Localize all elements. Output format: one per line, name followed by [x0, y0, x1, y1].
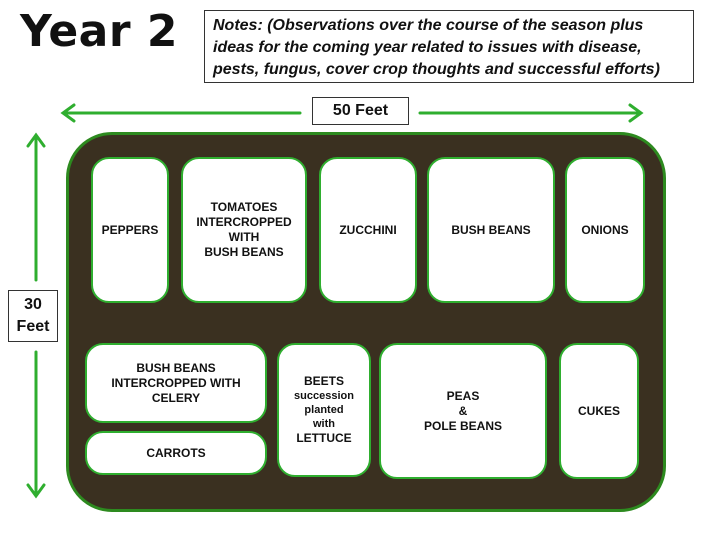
- height-arrowhead-bottom: [26, 483, 46, 499]
- page-title: Year 2: [20, 6, 178, 57]
- height-label: 30 Feet: [8, 290, 58, 342]
- width-arrowhead-right: [628, 103, 644, 123]
- bed-label: PEPPERS: [101, 222, 159, 237]
- bed-bush-beans-celery: BUSH BEANS INTERCROPPED WITH CELERY: [85, 343, 267, 423]
- notes-text: Notes: (Observations over the course of …: [213, 17, 660, 78]
- bed-bush-beans: BUSH BEANS: [427, 157, 555, 303]
- bed-label: BUSH BEANS: [451, 222, 531, 237]
- bed-label: CUKES: [577, 403, 620, 418]
- garden-plot: PEPPERS TOMATOES INTERCROPPED WITH BUSH …: [66, 132, 666, 512]
- height-label-text: 30 Feet: [16, 296, 50, 335]
- bed-onions: ONIONS: [565, 157, 645, 303]
- bed-label: ONIONS: [581, 222, 629, 237]
- bed-label-lettuce: LETTUCE: [296, 431, 352, 445]
- height-arrowhead-top: [26, 132, 46, 148]
- bed-beets: BEETS succession planted with LETTUCE: [277, 343, 371, 477]
- bed-label: TOMATOES INTERCROPPED WITH BUSH BEANS: [196, 200, 292, 259]
- bed-label: PEAS & POLE BEANS: [423, 388, 502, 433]
- bed-label-beets: BEETS: [303, 374, 344, 388]
- bed-label: BUSH BEANS INTERCROPPED WITH CELERY: [111, 360, 241, 405]
- bed-label-beets-sub: succession planted with: [294, 390, 354, 430]
- bed-peppers: PEPPERS: [91, 157, 169, 303]
- notes-box: Notes: (Observations over the course of …: [204, 10, 694, 83]
- bed-zucchini: ZUCCHINI: [319, 157, 417, 303]
- bed-peas-pole-beans: PEAS & POLE BEANS: [379, 343, 547, 479]
- bed-label: ZUCCHINI: [339, 222, 397, 237]
- bed-carrots: CARROTS: [85, 431, 267, 475]
- width-label: 50 Feet: [312, 97, 409, 125]
- width-arrowhead-left: [60, 103, 76, 123]
- bed-cukes: CUKES: [559, 343, 639, 479]
- bed-label: CARROTS: [146, 445, 206, 460]
- bed-tomatoes: TOMATOES INTERCROPPED WITH BUSH BEANS: [181, 157, 307, 303]
